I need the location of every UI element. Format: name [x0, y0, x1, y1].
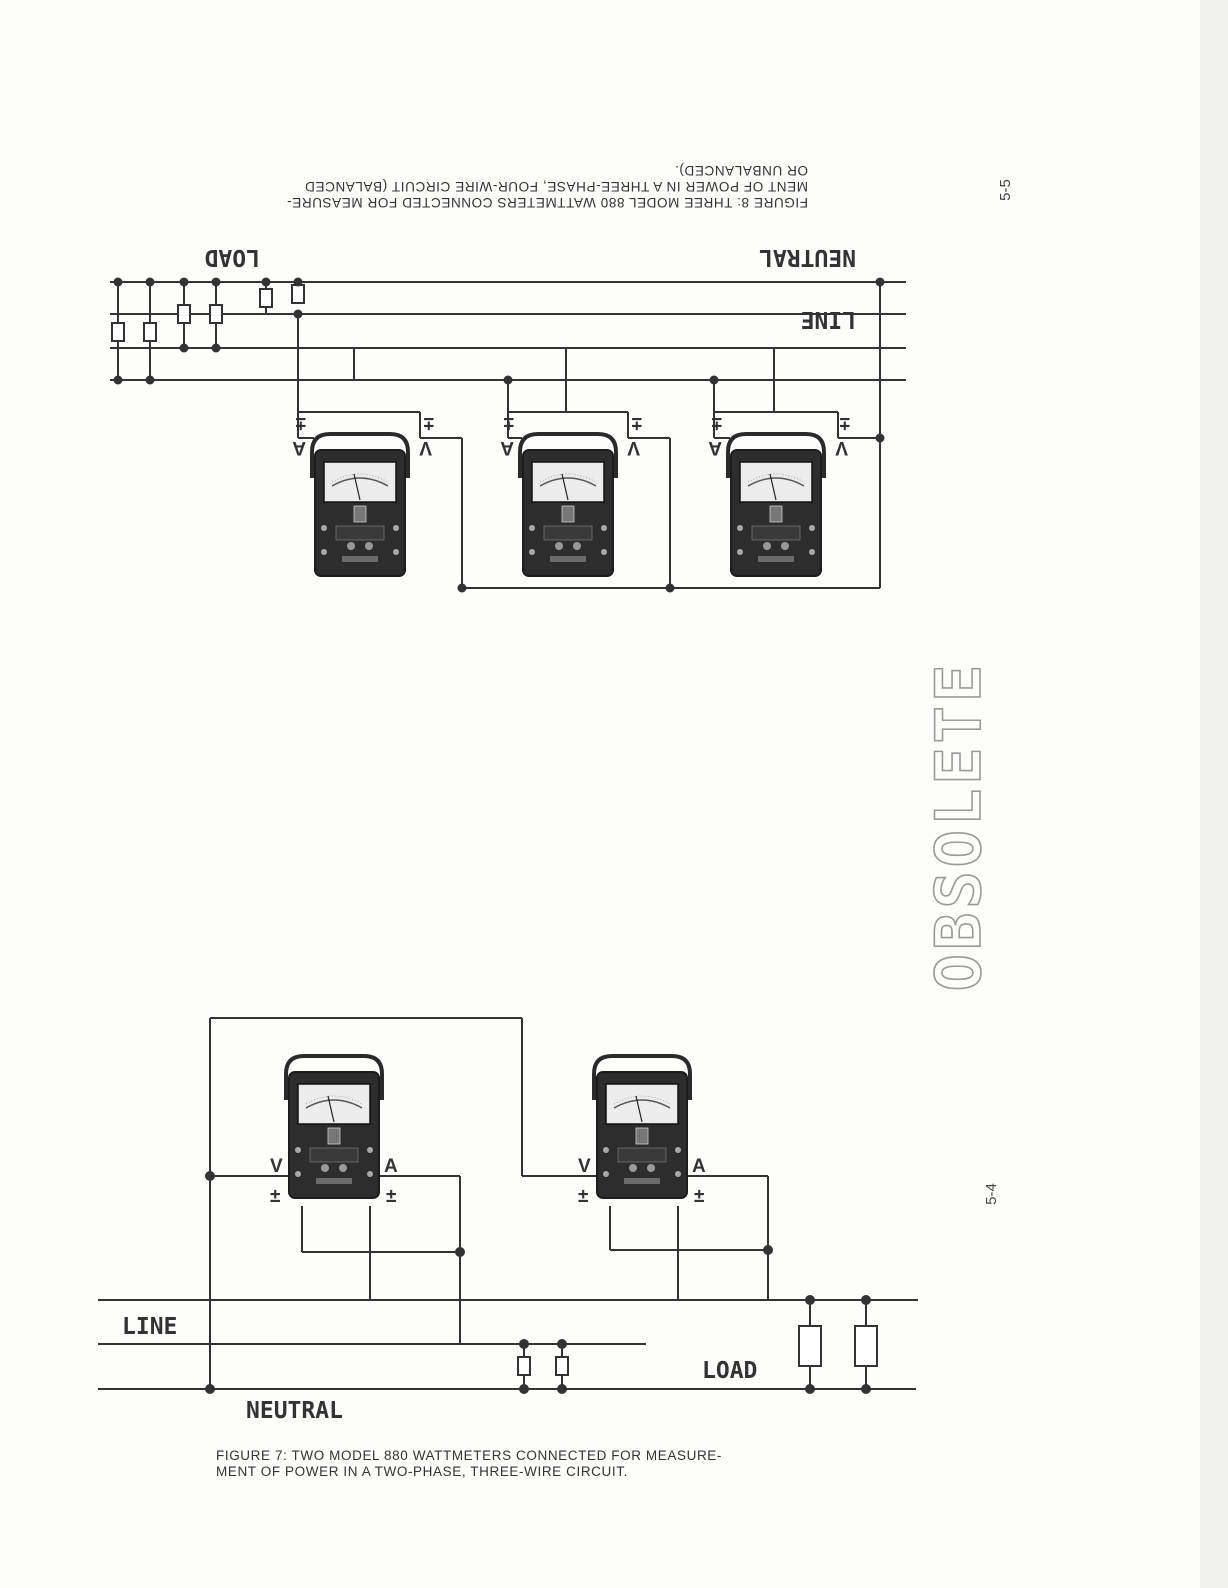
fig7-caption-line-1: FIGURE 7: TWO MODEL 880 WATTMETERS CONNE… [216, 1448, 722, 1463]
fig8-neutral-label: NEUTRAL [759, 244, 856, 270]
fig8-m1-current-label: A [708, 437, 722, 458]
fig8-m1-polarity-label-2: ± [712, 413, 722, 434]
fig7-m1-polarity-label: ± [270, 1186, 280, 1207]
fig8-m2-polarity-label: ± [632, 413, 642, 434]
fig7-line-label: LINE [122, 1314, 177, 1340]
fig8-m2-polarity-label-2: ± [504, 413, 514, 434]
fig8-m3-polarity-label: ± [424, 413, 434, 434]
figure-8: V ± A ± V ± A ± V ± A ± LINE NEUTRAL LOA… [110, 163, 906, 593]
fig8-m3-current-label: A [292, 437, 306, 458]
fig8-m2-current-label: A [500, 437, 514, 458]
page-number-upper: 5-5 [997, 179, 1014, 201]
fig7-m2-polarity-label: ± [578, 1186, 588, 1207]
page-number-lower: 5-4 [983, 1183, 1000, 1205]
fig8-m3-voltage-label: V [419, 437, 432, 458]
fig8-m1-voltage-label: V [835, 437, 848, 458]
fig8-caption-line-2: MENT OF POWER IN A THREE-PHASE, FOUR-WIR… [305, 179, 808, 194]
fig8-line-label: LINE [801, 306, 856, 332]
fig8-m1-polarity-label: ± [840, 413, 850, 434]
fig7-caption-line-2: MENT OF POWER IN A TWO-PHASE, THREE-WIRE… [216, 1464, 628, 1479]
fig7-m2-voltage-label: V [578, 1156, 591, 1177]
fig8-m2-voltage-label: V [627, 437, 640, 458]
fig7-neutral-label: NEUTRAL [246, 1398, 343, 1424]
fig8-m3-polarity-label-2: ± [296, 413, 306, 434]
fig7-m1-polarity-label-2: ± [386, 1186, 396, 1207]
obsolete-stamp: OBSOLETE [922, 661, 995, 992]
figure-7: V ± A ± V ± A ± LINE NEUTRAL LOAD FIGURE… [98, 1017, 918, 1479]
fig8-load-label: LOAD [205, 244, 260, 270]
fig8-caption-line-1: FIGURE 8: THREE MODEL 880 WATTMETERS CON… [287, 195, 808, 210]
fig7-m2-polarity-label-2: ± [694, 1186, 704, 1207]
fig7-m1-current-label: A [384, 1156, 398, 1177]
fig7-m2-current-label: A [692, 1156, 706, 1177]
fig8-caption-line-3: OR UNBALANCED). [674, 163, 808, 178]
fig7-m1-voltage-label: V [270, 1156, 283, 1177]
fig7-load-label: LOAD [702, 1358, 757, 1384]
